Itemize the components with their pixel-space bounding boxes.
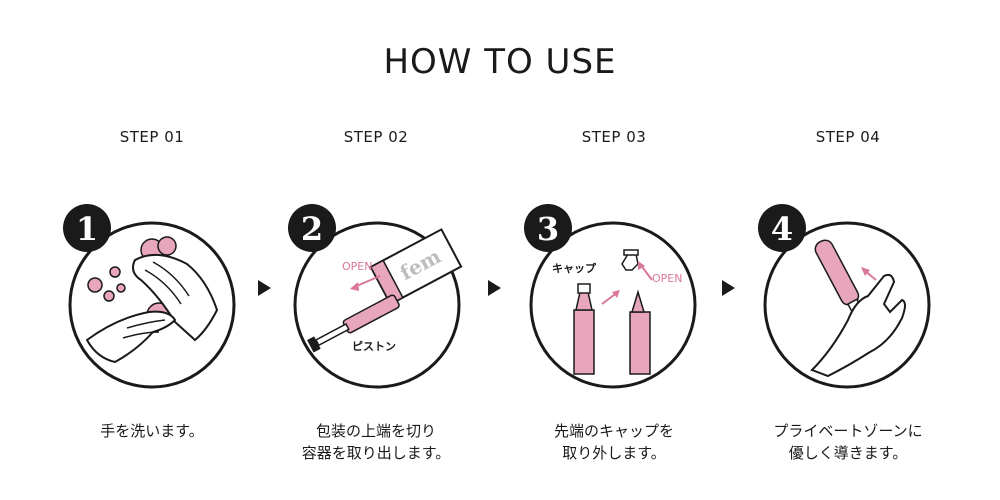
page-title: HOW TO USE	[383, 42, 617, 82]
step-1-description: 手を洗います。	[100, 422, 204, 440]
open-label: OPEN	[652, 272, 682, 285]
hand-washing-icon: 1	[63, 204, 236, 389]
step-4-label: STEP 04	[815, 128, 881, 146]
cap-label: キャップ	[552, 261, 597, 275]
piston-label: ピストン	[352, 340, 396, 353]
next-arrow-3	[722, 280, 735, 296]
step-4-description: プライベートゾーンに 優しく導きます。	[773, 422, 923, 462]
step-4-number: 4	[771, 210, 793, 248]
step-2-description: 包装の上端を切り 容器を取り出します。	[301, 422, 451, 462]
open-label: OPEN	[342, 260, 372, 273]
step-3-label: STEP 03	[581, 128, 647, 146]
step-1-label: STEP 01	[119, 128, 185, 146]
next-arrow-1	[258, 280, 271, 296]
step-3-number: 3	[537, 210, 559, 248]
step-3-description: 先端のキャップを 取り外します。	[553, 422, 674, 462]
step-2-label: STEP 02	[343, 128, 409, 146]
step-1-number: 1	[76, 210, 98, 248]
open-package-icon: fem OPEN ピストン 2	[288, 204, 463, 389]
step-2-number: 2	[301, 210, 323, 248]
insert-applicator-icon: 4	[758, 204, 931, 389]
next-arrow-2	[488, 280, 501, 296]
remove-cap-icon: キャップ OPEN 3	[524, 204, 697, 389]
